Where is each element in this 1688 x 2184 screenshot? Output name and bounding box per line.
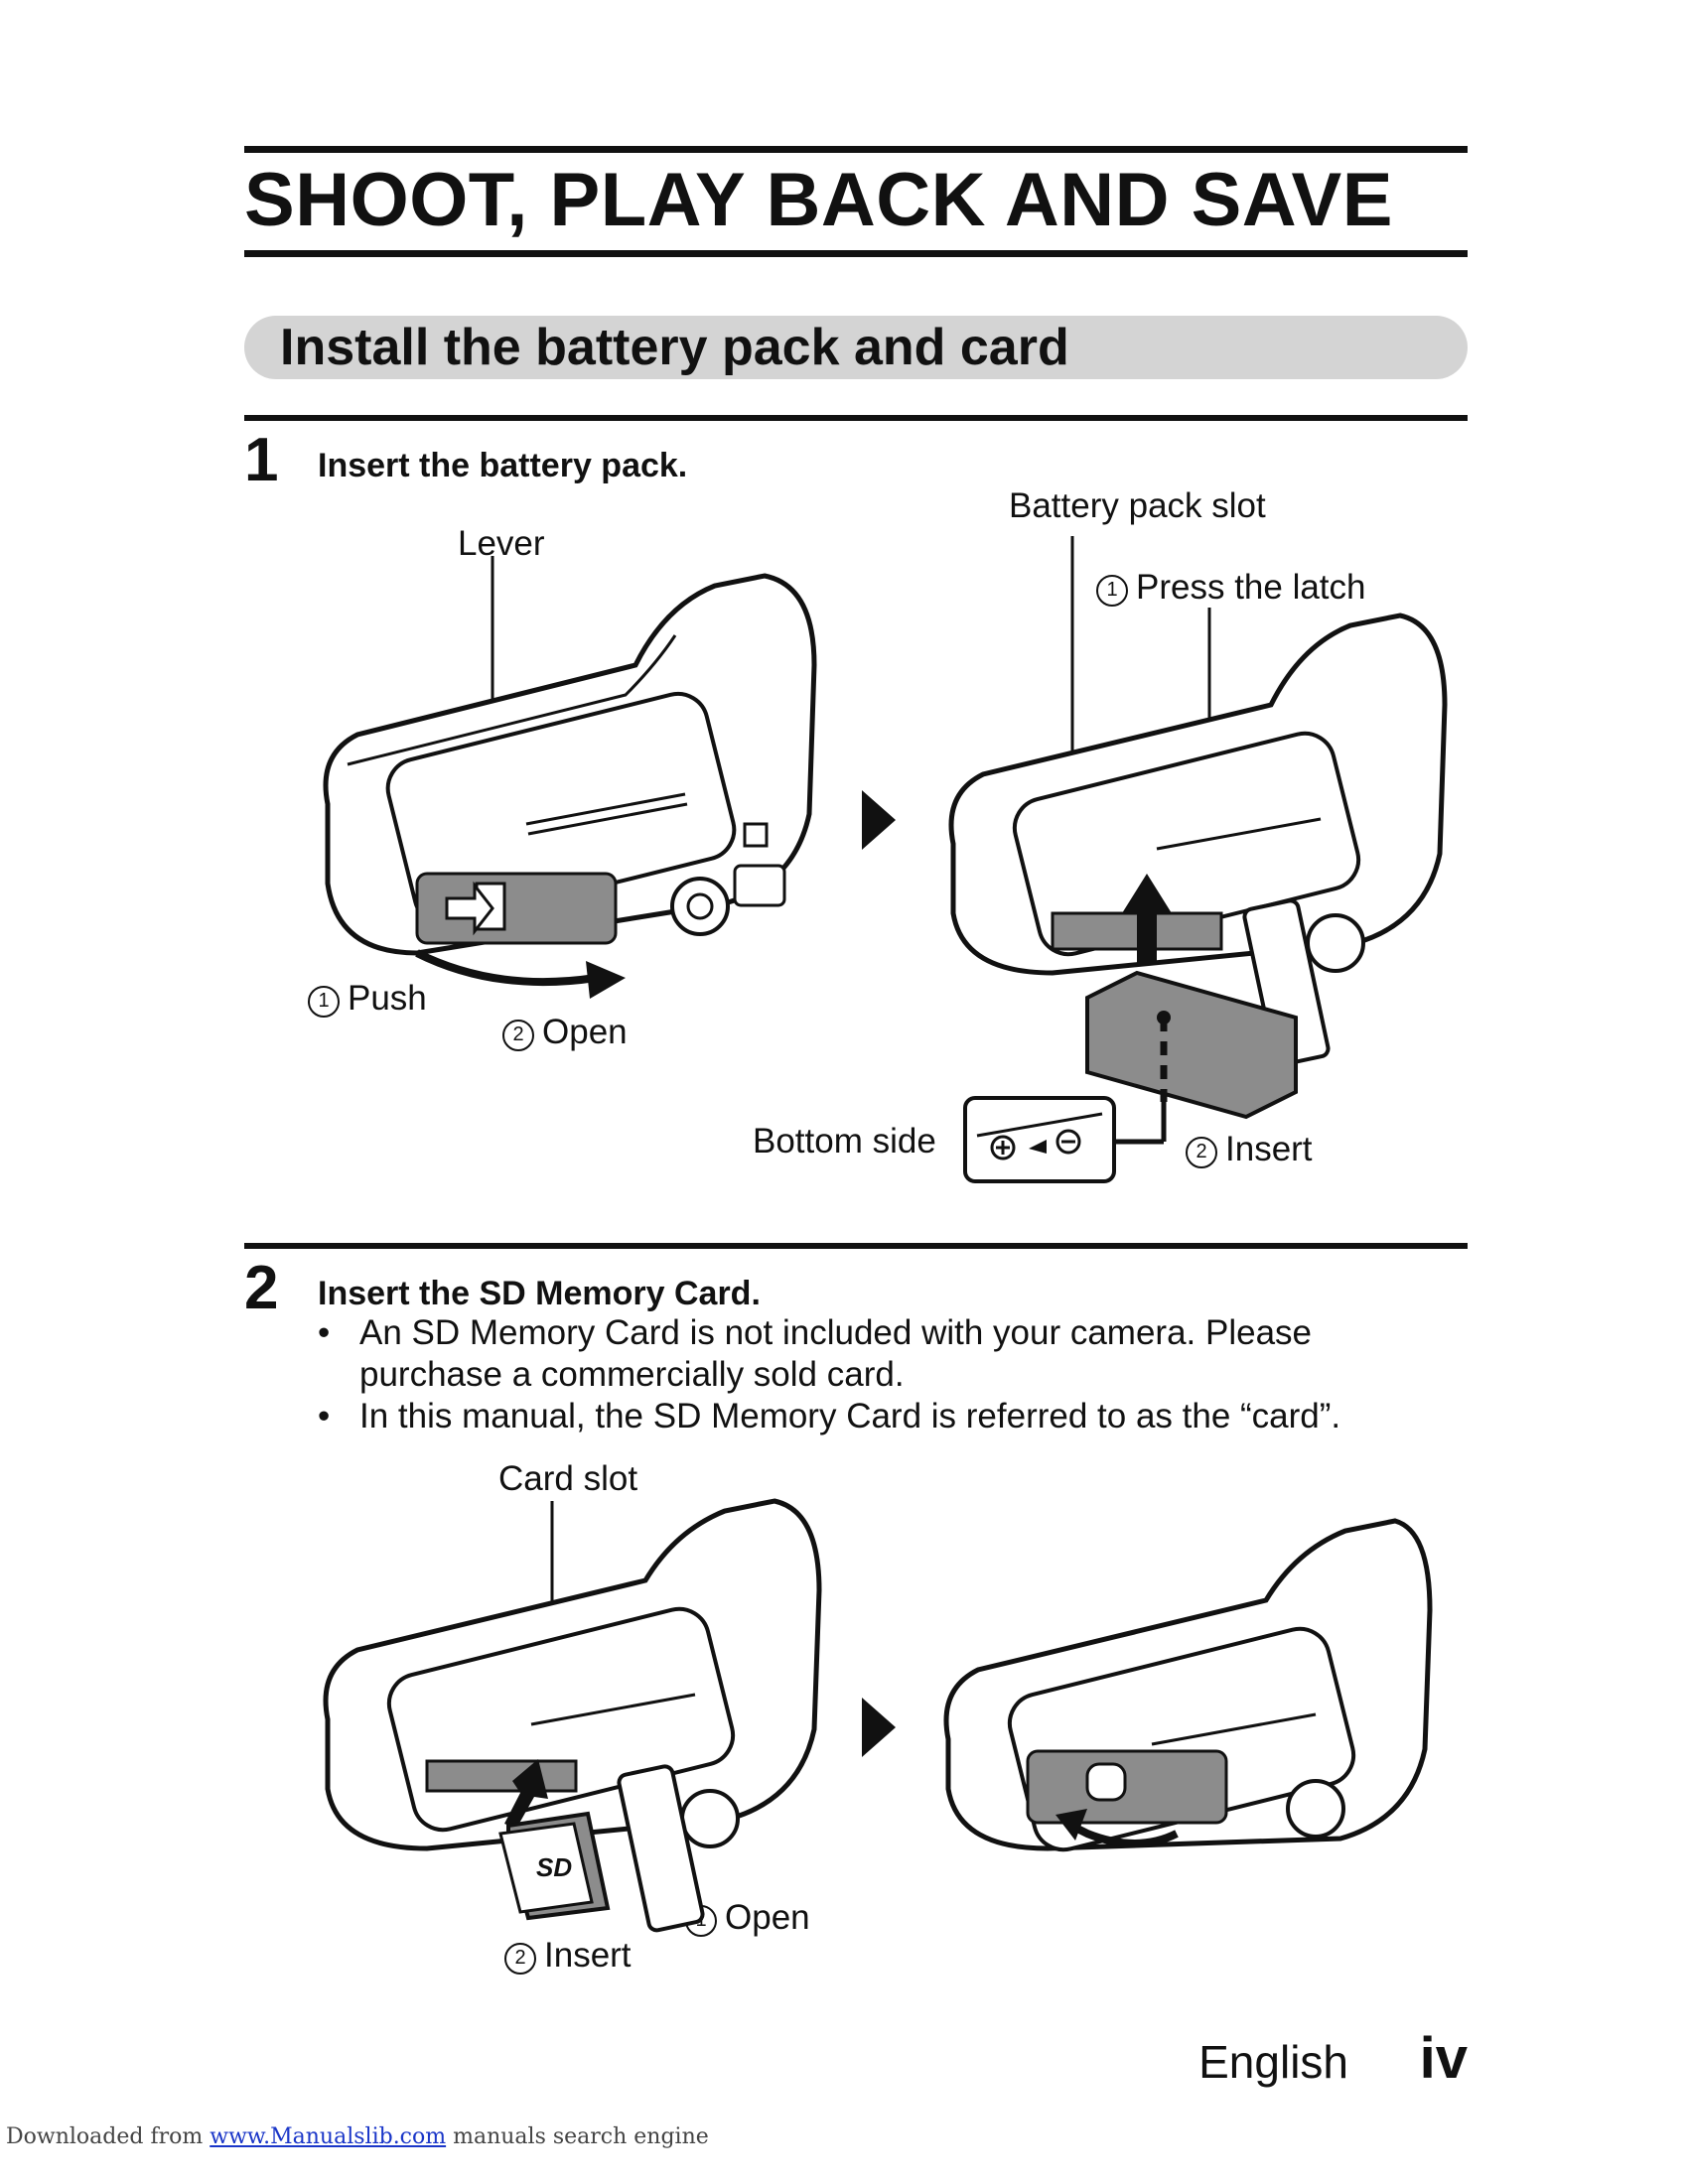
bullet-item: • An SD Memory Card is not included with… [318,1312,1440,1396]
bullet-mark: • [318,1313,331,1352]
open-text: Open [542,1013,628,1051]
insert-card-text: Insert [544,1936,632,1975]
footer-language: English [1198,2036,1348,2088]
step1-number: 1 [244,426,279,494]
page-number: iv [1419,2026,1468,2091]
label-card-slot: Card slot [498,1459,638,1498]
bullet-mark: • [318,1397,331,1435]
polarity-icon [963,1096,1116,1183]
title-underline [244,250,1468,257]
open-card-text: Open [725,1898,810,1937]
camera-illustration [323,556,817,999]
insert-step-number: 2 [1186,1136,1217,1168]
label-lever: Lever [458,524,545,563]
watermark-prefix: Downloaded from [6,2124,204,2149]
camera-card-illustration: SD [323,1498,822,1933]
latch-step-number: 1 [1096,574,1128,607]
arrow-right-triangle [862,1698,896,1757]
manualslib-link[interactable]: www.Manualslib.com [210,2124,447,2149]
sd-card: SD [536,1852,572,1882]
camera-battery-illustration [948,536,1448,1145]
section-title: Install the battery pack and card [280,319,1069,376]
step1-heading: Insert the battery pack. [318,447,688,484]
push-step-number: 1 [308,985,340,1018]
section-band [244,316,1468,379]
step2-heading: Insert the SD Memory Card. [318,1275,761,1312]
top-rule [244,146,1468,153]
arrow-right-triangle [862,790,896,850]
camera-closed-illustration [943,1518,1433,1852]
push-text: Push [348,979,427,1018]
latch-text: Press the latch [1136,568,1366,607]
step2-number: 2 [244,1254,279,1322]
page-title: SHOOT, PLAY BACK AND SAVE [244,158,1393,242]
label-battery-slot: Battery pack slot [1009,486,1266,525]
step1-rule [244,415,1468,421]
watermark-suffix: manuals search engine [446,2124,709,2149]
bullet-item: • In this manual, the SD Memory Card is … [318,1396,1440,1437]
bullet-text: An SD Memory Card is not included with y… [359,1313,1313,1394]
insert-card-step-number: 2 [504,1942,536,1975]
bullet-text: In this manual, the SD Memory Card is re… [359,1397,1341,1435]
step2-rule [244,1243,1468,1249]
insert-text: Insert [1225,1130,1313,1168]
download-watermark: Downloaded from www.Manualslib.com manua… [6,2124,709,2149]
open-step-number: 2 [502,1019,534,1051]
label-bottom-side: Bottom side [753,1122,936,1160]
